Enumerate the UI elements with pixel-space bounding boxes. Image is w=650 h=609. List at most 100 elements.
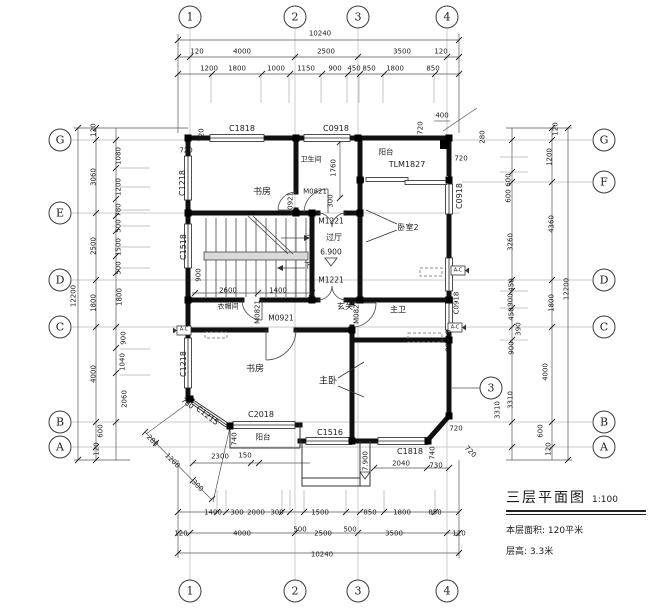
- dim-label: 740: [230, 432, 239, 446]
- dim-label: 2040: [392, 459, 410, 468]
- drawing-scale: 1:100: [592, 495, 618, 505]
- window-tag: C0918: [452, 291, 461, 315]
- dim-label: 2600: [219, 286, 237, 295]
- grid-bubble-4-top: 4: [435, 5, 459, 29]
- balcony-porch-outlines: [229, 425, 371, 487]
- section-marker-icon: [173, 265, 469, 336]
- dim-label: 4000: [541, 363, 550, 381]
- grid-bubble-G-left: G: [48, 128, 72, 152]
- dim-label: 1800: [393, 508, 411, 517]
- door-tag: M0821: [303, 187, 327, 196]
- grid-bubble-3-bottom: 3: [346, 579, 370, 603]
- dim-label: 2300: [211, 452, 229, 461]
- dim-label: 850: [426, 64, 440, 73]
- dim-label: 1200: [545, 148, 554, 166]
- dim-label: 1000: [267, 64, 285, 73]
- grid-bubble-E-left: E: [48, 201, 72, 225]
- door-tag: M0921: [268, 313, 294, 323]
- dim-label: 450: [507, 307, 516, 321]
- room-label-hall: 过厅: [326, 233, 342, 242]
- dim-label: 12200: [562, 277, 571, 301]
- window-tag: C0918: [444, 329, 453, 353]
- dim-label: 120: [92, 442, 101, 456]
- room-label-balcony-bottom: 阳台: [255, 432, 271, 442]
- dim-label: 120: [190, 47, 204, 56]
- door-tag: M1221: [318, 275, 344, 285]
- dim-label: 2500: [89, 237, 98, 255]
- dim-label: 120: [452, 529, 466, 538]
- dim-label: 1200: [114, 178, 123, 196]
- dim-label: 2500: [314, 529, 332, 538]
- grid-bubble-C-left: C: [48, 315, 72, 339]
- dim-label: 500: [343, 525, 357, 534]
- window-tag: C0918: [455, 183, 464, 209]
- grid-bubble-3-ref: 3: [479, 376, 503, 400]
- window-tag: C1218: [178, 170, 187, 196]
- room-label-bedroom2: 卧室2: [397, 223, 419, 232]
- dim-label: 1800: [386, 64, 404, 73]
- dim-label: 300: [270, 508, 284, 517]
- dim-label: 2060: [120, 390, 129, 408]
- grid-bubble-A-right: A: [592, 435, 616, 459]
- window-tag: C1218: [179, 351, 188, 377]
- grid-bubble-4-bottom: 4: [435, 579, 459, 603]
- dim-label: 1200: [200, 64, 218, 73]
- stair-down-label: 下: [304, 261, 312, 270]
- dim-label: 2000: [247, 508, 265, 517]
- dim-label: 720: [197, 128, 206, 142]
- dim-label: 120: [434, 47, 448, 56]
- grid-bubble-3-top: 3: [346, 5, 370, 29]
- grid-bubble-F-right: F: [592, 170, 616, 194]
- door-tag: M0821: [352, 300, 361, 324]
- window-tag: C1518: [179, 234, 188, 260]
- door-tag: M0921: [286, 192, 295, 216]
- window-tag: C1818: [229, 124, 255, 133]
- door-tag: M1221: [318, 216, 344, 226]
- grid-bubble-B-right: B: [592, 410, 616, 434]
- dim-label: 120: [544, 442, 553, 456]
- dim-label: 10240: [310, 550, 334, 559]
- dim-label: 1400: [269, 286, 287, 295]
- dim-label: 450: [507, 278, 516, 292]
- dim-label: 1800: [228, 64, 246, 73]
- room-label-cloakroom: 衣帽间: [217, 302, 239, 311]
- dim-label: 500: [114, 261, 123, 275]
- dim-label: 120: [551, 122, 560, 136]
- door-tag: M0821: [253, 300, 262, 324]
- dim-label: 3310: [493, 401, 502, 419]
- window-tag: C0918: [323, 124, 349, 133]
- section-marker-label: A-C: [450, 324, 460, 331]
- dim-label: 1040: [118, 353, 127, 371]
- dim-label: 780: [114, 203, 123, 217]
- room-label-masterbath: 主卫: [390, 305, 406, 314]
- dim-label: 900: [506, 293, 515, 307]
- window-tag: C2018: [248, 410, 274, 419]
- witness-lines: [120, 74, 528, 512]
- dim-label: 1150: [297, 64, 315, 73]
- dim-label: 900: [507, 341, 516, 355]
- grid-bubble-C-right: C: [592, 315, 616, 339]
- section-marker-label: A-C: [453, 267, 463, 274]
- dim-label: 1500: [114, 238, 123, 256]
- dim-label: 4000: [89, 365, 98, 383]
- grid-bubble-1-top: 1: [178, 5, 202, 29]
- dim-label: 10240: [308, 29, 332, 38]
- dim-label: 900: [328, 64, 342, 73]
- dim-label: 120: [89, 123, 98, 137]
- elevation-markers: [324, 209, 398, 480]
- room-label-study-bottom: 书房: [245, 364, 265, 375]
- dim-label: 3310: [506, 391, 515, 409]
- dimension-ticks: [74, 36, 572, 557]
- dim-label: 120: [174, 529, 188, 538]
- floor-height-note: 层高: 3.3米: [506, 547, 554, 557]
- dim-label: 1500: [311, 508, 329, 517]
- dim-label: 150: [238, 451, 252, 460]
- room-label-bathroom: 卫生间: [300, 155, 322, 164]
- dim-label: 280: [478, 130, 487, 144]
- doors: [241, 188, 377, 361]
- door-tag: TLM1827: [388, 160, 426, 169]
- dim-label: 400: [435, 111, 449, 120]
- dim-label: 300: [230, 508, 244, 517]
- drawing-title: 三层平面图: [506, 490, 586, 506]
